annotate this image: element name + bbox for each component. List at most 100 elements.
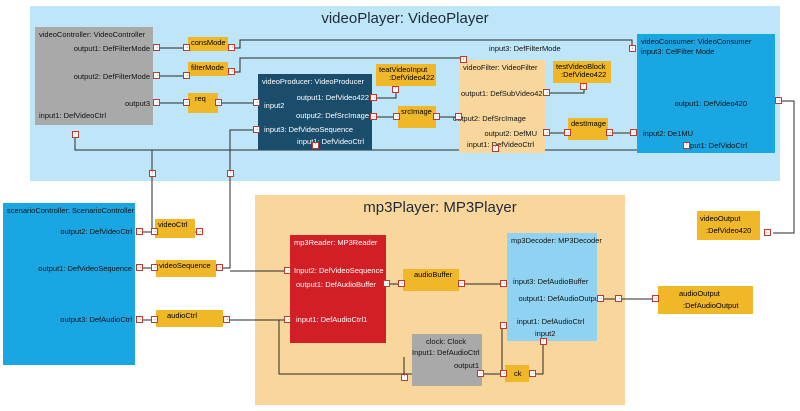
pin-marker[interactable]: ↓ [460, 56, 467, 63]
pin-marker[interactable]: → [183, 44, 190, 51]
pin-marker[interactable]: → [284, 316, 291, 323]
pin-marker[interactable]: → [597, 295, 604, 302]
pin-marker[interactable]: → [136, 264, 143, 271]
video-controller[interactable]: videoController: VideoController output1… [35, 27, 153, 125]
channel-videooutput[interactable]: videoOutput:DefVideo420 [697, 211, 760, 240]
pin-marker[interactable]: → [183, 72, 190, 79]
channel-label: consMode [191, 38, 226, 47]
channel-filtermode[interactable]: filterMode [188, 62, 228, 76]
pin-marker[interactable]: → [543, 129, 550, 136]
video-controller-port: output2: DefFilterMode [73, 72, 150, 81]
video-controller-port: output1: DefFilterMode [73, 44, 150, 53]
pin-marker[interactable]: → [153, 99, 160, 106]
channel-label: req [195, 94, 206, 103]
mp3-decoder[interactable]: mp3Decoder: MP3Decoder input3: DefAudioB… [507, 233, 602, 341]
channel-label: srcImage [401, 107, 432, 116]
pin-marker[interactable]: ↑ [149, 170, 156, 177]
pin-marker[interactable]: → [228, 68, 235, 75]
pin-marker[interactable]: ↑ [392, 86, 399, 93]
pin-marker[interactable]: → [284, 267, 291, 274]
channel-label: audioCtrl [167, 311, 198, 320]
pin-marker[interactable]: ↑ [401, 374, 408, 381]
video-producer-port: input1: DefVideoCtrl [297, 137, 364, 146]
pin-marker[interactable]: → [228, 44, 235, 51]
pin-marker[interactable]: → [151, 316, 158, 323]
channel-audioctrl[interactable]: audioCtrl [156, 310, 223, 327]
video-producer[interactable]: videoProducer: VideoProducer output1: De… [258, 74, 372, 150]
channel-testvideoblock[interactable]: testVideoBlock:DefVideo422 [553, 61, 611, 83]
pin-marker[interactable]: → [370, 113, 377, 120]
pin-marker[interactable]: → [151, 264, 158, 271]
video-producer-port: input2 [264, 101, 285, 110]
pin-marker[interactable]: → [500, 370, 507, 377]
pin-marker[interactable]: → [500, 280, 507, 287]
video-filter-title: videoFilter: VideoFilter [463, 63, 538, 72]
scenario-controller[interactable]: scenarioController: ScenarioController o… [3, 203, 135, 365]
video-consumer[interactable]: videoConsumer: VideoConsumer input3: Cel… [637, 34, 775, 153]
pin-marker[interactable]: ↑ [72, 131, 79, 138]
pin-marker[interactable]: → [383, 280, 390, 287]
clock-port: output1 [453, 361, 479, 370]
channel-videoctrl[interactable]: videoCtrl [155, 219, 195, 238]
pin-marker[interactable]: → [153, 44, 160, 51]
channel-req[interactable]: req [188, 93, 218, 113]
pin-marker[interactable]: → [543, 89, 550, 96]
pin-marker[interactable]: → [606, 129, 613, 136]
video-filter[interactable]: videoFilter: VideoFilter input3: DefFilt… [453, 45, 561, 153]
pin-marker[interactable]: → [153, 72, 160, 79]
pin-marker[interactable]: → [477, 370, 484, 377]
pin-marker[interactable]: → [652, 295, 659, 302]
channel-videosequence[interactable]: videoSequence [156, 260, 216, 277]
pin-marker[interactable]: ↑ [227, 170, 234, 177]
pin-marker[interactable]: → [615, 295, 622, 302]
video-controller-title: videoController: VideoController [39, 30, 146, 39]
video-consumer-port: output1: DefVideo420 [674, 99, 747, 108]
pin-marker[interactable]: → [196, 228, 203, 235]
channel-label: destImage [571, 119, 607, 128]
pin-marker[interactable]: → [500, 322, 507, 329]
pin-marker[interactable]: → [398, 280, 405, 287]
pin-marker[interactable]: → [775, 97, 782, 104]
channel-consmode[interactable]: consMode [188, 37, 228, 51]
video-controller-port: output3 [124, 99, 150, 108]
pin-marker[interactable]: → [529, 370, 536, 377]
pin-marker[interactable]: ↑ [312, 142, 319, 149]
pin-marker[interactable]: ↑ [492, 145, 499, 152]
pin-marker[interactable]: → [455, 113, 462, 120]
pin-marker[interactable]: → [393, 113, 400, 120]
channel-audiooutput[interactable]: audioOutput:DefAudioOutput [658, 286, 753, 314]
pin-marker[interactable]: ↑ [683, 142, 690, 149]
pin-marker[interactable]: → [136, 316, 143, 323]
pin-marker[interactable]: → [136, 228, 143, 235]
pin-marker[interactable]: → [151, 228, 158, 235]
pin-marker[interactable]: ← [764, 229, 771, 236]
channel-type: :DefVideo420 [706, 225, 752, 235]
pin-marker[interactable]: → [216, 264, 223, 271]
pin-marker[interactable]: → [370, 94, 377, 101]
pin-marker[interactable]: → [630, 129, 637, 136]
channel-testvideoinput[interactable]: teatVideoInput:DefVideo422 [376, 64, 436, 86]
channel-label: videoCtrl [158, 220, 188, 229]
channel-audiobuffer[interactable]: audioBuffer [403, 269, 459, 291]
video-controller-port: input1: DefVideoCtrl [39, 111, 106, 120]
pin-marker[interactable]: ↓ [629, 45, 636, 52]
clock[interactable]: clock: Clock Input1: DefAudioCtrl output… [412, 334, 482, 386]
video-consumer-port: input1: DefVidoCtrl [684, 141, 747, 150]
video-producer-title: videoProducer: VideoProducer [262, 77, 365, 86]
pin-marker[interactable]: → [253, 99, 260, 106]
mp3-reader-title: mp3Reader: MP3Reader [294, 238, 378, 247]
pin-marker[interactable]: → [458, 280, 465, 287]
channel-label: videoSequence [159, 261, 211, 270]
channel-destimage[interactable]: destImage [568, 118, 608, 140]
pin-marker[interactable]: ↑ [580, 83, 587, 90]
pin-marker[interactable]: → [223, 316, 230, 323]
channel-ck[interactable]: ck [505, 365, 529, 382]
pin-marker[interactable]: → [215, 99, 222, 106]
pin-marker[interactable]: ↑ [540, 338, 547, 345]
pin-marker[interactable]: → [564, 129, 571, 136]
channel-srcimage[interactable]: srcImage [398, 106, 436, 128]
pin-marker[interactable]: → [253, 126, 260, 133]
mp3-reader[interactable]: mp3Reader: MP3Reader Input2: DefVideoSeq… [290, 235, 386, 343]
pin-marker[interactable]: → [433, 113, 440, 120]
pin-marker[interactable]: → [183, 99, 190, 106]
